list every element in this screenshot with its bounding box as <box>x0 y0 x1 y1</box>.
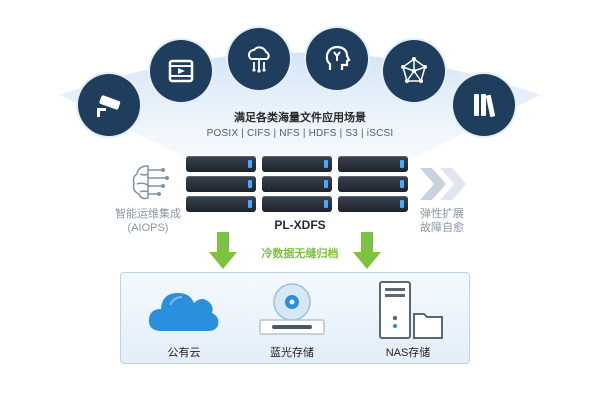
scenario-archive <box>453 74 515 136</box>
chevron-right-icon <box>420 168 466 200</box>
archive-books-icon <box>474 94 496 117</box>
scenario-ai <box>306 28 368 90</box>
brain-circuit-icon <box>132 165 169 200</box>
down-arrow-icon <box>209 232 237 269</box>
server-unit <box>262 156 332 172</box>
server-unit <box>262 196 332 212</box>
scenario-title: 满足各类海量文件应用场景 <box>234 112 366 124</box>
cctv-camera-icon <box>97 95 121 117</box>
aiops-line1: 智能运维集成 <box>115 208 181 220</box>
public-cloud-icon <box>148 293 219 331</box>
elastic-line2: 故障自愈 <box>420 222 464 234</box>
server-rack <box>186 156 411 214</box>
server-unit <box>262 176 332 192</box>
scenario-network <box>383 40 445 102</box>
cold-archive-label: 冷数据无缝归档 <box>261 248 339 260</box>
server-unit <box>186 176 256 192</box>
down-arrow-icon <box>353 232 381 269</box>
ai-head-icon <box>325 45 351 70</box>
server-unit <box>338 196 408 212</box>
server-unit <box>338 156 408 172</box>
nas-server-icon <box>379 281 443 339</box>
scenario-video <box>150 40 212 102</box>
aiops-line2: (AIOPS) <box>127 222 169 234</box>
elastic-line1: 弹性扩展 <box>420 208 464 220</box>
bluray-disc-icon <box>259 283 325 335</box>
server-unit <box>186 156 256 172</box>
video-player-icon <box>168 59 194 83</box>
scenario-cctv <box>78 74 140 136</box>
public-cloud-label: 公有云 <box>167 347 201 359</box>
network-mesh-icon <box>401 57 427 83</box>
nas-label: NAS存储 <box>385 347 431 359</box>
cloud-network-icon <box>248 46 270 73</box>
bluray-label: 蓝光存储 <box>270 347 314 359</box>
server-name: PL-XDFS <box>274 218 326 232</box>
protocol-list: POSIX | CIFS | NFS | HDFS | S3 | iSCSI <box>206 128 394 139</box>
scenario-cloud <box>228 28 290 90</box>
aiops-label: 智能运维集成 (AIOPS) <box>108 207 188 235</box>
elastic-label: 弹性扩展 故障自愈 <box>412 207 472 235</box>
server-unit <box>338 176 408 192</box>
server-unit <box>186 196 256 212</box>
